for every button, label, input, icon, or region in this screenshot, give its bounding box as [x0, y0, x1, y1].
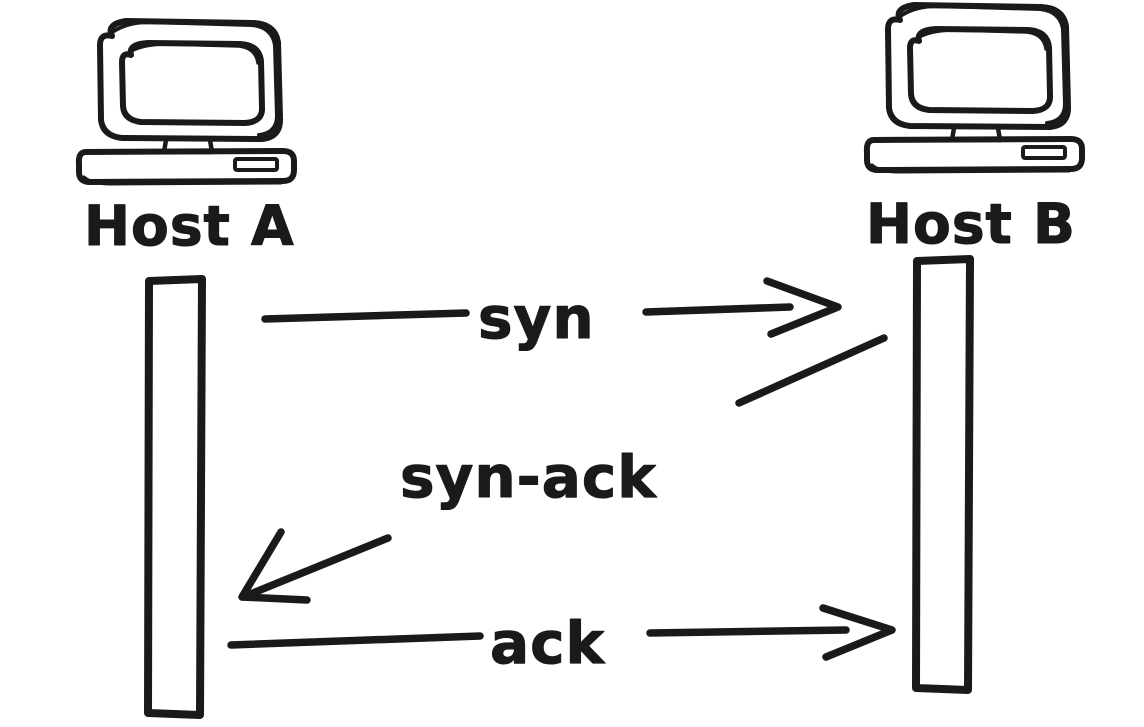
- msg-syn-arrow: [261, 277, 842, 338]
- msg-syn-label: syn: [478, 284, 595, 352]
- host-b-computer-icon: [863, 2, 1085, 174]
- host-a-computer-icon: [75, 18, 297, 186]
- host-a-label: Host A: [84, 194, 295, 258]
- lifeline-a: [144, 275, 206, 719]
- msg-ack-arrow: [227, 604, 896, 661]
- msg-syn-ack-arrow: [238, 334, 888, 604]
- host-b-label: Host B: [866, 192, 1076, 256]
- lifeline-b: [912, 255, 974, 694]
- msg-syn-ack-label: syn-ack: [400, 443, 657, 511]
- msg-ack-label: ack: [490, 609, 606, 677]
